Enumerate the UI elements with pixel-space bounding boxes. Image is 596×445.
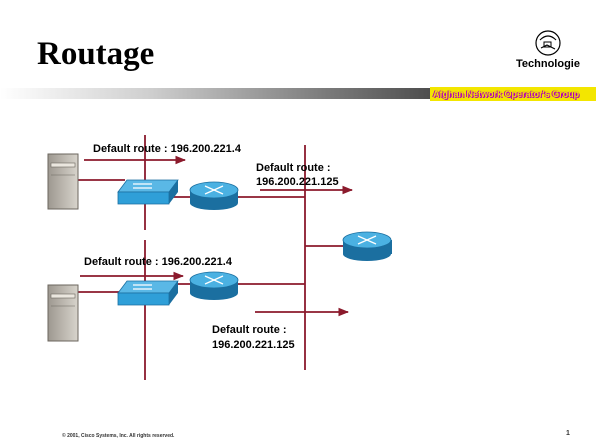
logo-label: Technologie bbox=[516, 58, 580, 70]
switch-2-icon bbox=[117, 280, 179, 306]
copyright-footer: © 2001, Cisco Systems, Inc. All rights r… bbox=[62, 433, 175, 439]
route-label-bottom-right-line1: Default route : bbox=[212, 324, 287, 336]
server-2 bbox=[47, 284, 79, 342]
header-band bbox=[0, 88, 596, 99]
group-badge: Afghan Network Operator's Group bbox=[430, 87, 596, 101]
router-3-icon bbox=[342, 231, 392, 261]
route-label-top-right-line2: 196.200.221.125 bbox=[256, 176, 339, 188]
switch-1-icon bbox=[117, 179, 179, 205]
router-1-icon bbox=[189, 181, 239, 210]
server-1 bbox=[47, 153, 79, 210]
page-number: 1 bbox=[566, 430, 570, 437]
route-label-bottom-left: Default route : 196.200.221.4 bbox=[84, 256, 232, 268]
route-label-top-left: Default route : 196.200.221.4 bbox=[93, 143, 241, 155]
router-2-icon bbox=[189, 271, 239, 300]
technologie-logo: Technologie bbox=[508, 30, 588, 76]
technician-icon bbox=[535, 30, 561, 56]
route-label-top-right-line1: Default route : bbox=[256, 162, 331, 174]
route-label-bottom-right-line2: 196.200.221.125 bbox=[212, 339, 295, 351]
slide-title: Routage bbox=[37, 36, 155, 72]
